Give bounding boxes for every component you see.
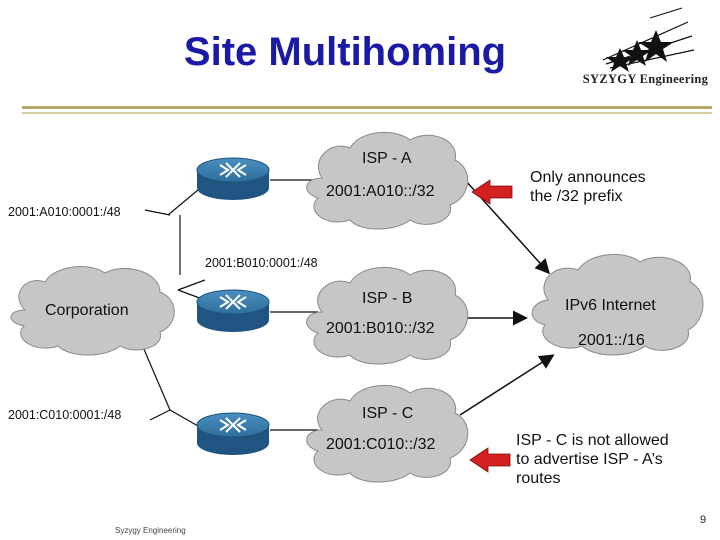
isp-c-name: ISP - C [362, 405, 414, 422]
footer-brand: Syzygy Engineering [115, 526, 186, 535]
isp-a-prefix: 2001:A010::/32 [326, 183, 435, 200]
note-top-line: Only announces [530, 169, 646, 186]
corporation-name: Corporation [45, 302, 129, 319]
note-bottom-line: routes [516, 470, 561, 487]
cloud-corporation [10, 266, 175, 356]
internet-name: IPv6 Internet [565, 297, 656, 314]
internet-prefix: 2001::/16 [578, 332, 645, 349]
router-icon [196, 157, 270, 200]
router-icon [196, 412, 270, 455]
cloud-isp-a [306, 131, 469, 230]
slide-title: Site Multihoming [183, 30, 507, 74]
title-rule-thin [22, 112, 712, 114]
page-number: 9 [700, 514, 707, 526]
isp-b-prefix: 2001:B010::/32 [326, 320, 435, 337]
cloud-isp-c [306, 384, 469, 483]
note-bottom-line: to advertise ISP - A’s [516, 451, 663, 468]
cloud-isp-b [306, 266, 469, 365]
prefix-label-b: 2001:B010:0001:/48 [205, 256, 318, 270]
isp-a-name: ISP - A [362, 150, 412, 167]
prefix-label-c: 2001:C010:0001:/48 [8, 408, 122, 422]
cloud-internet [531, 253, 704, 356]
note-bottom-line: ISP - C is not allowed [516, 432, 669, 449]
arrow-isp-c-internet [459, 354, 555, 416]
red-arrow-bottom [469, 447, 511, 473]
note-bottom: ISP - C is not allowed to advertise ISP … [516, 431, 669, 488]
router-icon [196, 289, 270, 332]
title-rule [22, 106, 712, 109]
isp-c-prefix: 2001:C010::/32 [326, 436, 436, 453]
note-top: Only announces the /32 prefix [530, 168, 646, 206]
note-top-line: the /32 prefix [530, 188, 623, 205]
prefix-label-a: 2001:A010:0001:/48 [8, 205, 121, 219]
brand-name: SYZYGY Engineering [582, 72, 709, 86]
red-arrow-top [471, 179, 513, 205]
isp-b-name: ISP - B [362, 290, 413, 307]
star-logo-icon [602, 7, 695, 72]
